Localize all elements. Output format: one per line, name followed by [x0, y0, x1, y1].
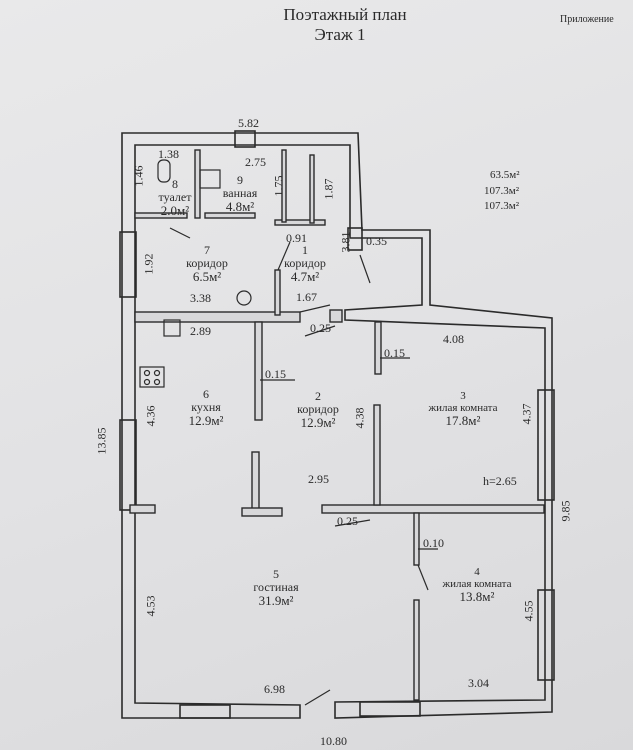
- dim-living-depth: 4.53: [143, 595, 158, 617]
- window: [119, 419, 137, 511]
- sink-icon: [199, 169, 221, 189]
- dim-step1: 0.25: [310, 321, 331, 335]
- dim-annex: 0.35: [366, 234, 387, 248]
- leader-line: [334, 519, 371, 527]
- total-area: 63.5м²: [490, 169, 520, 181]
- drain-icon: [163, 319, 181, 337]
- partition: [309, 154, 315, 224]
- partition: [204, 212, 256, 219]
- partition: [241, 507, 283, 517]
- window: [179, 704, 231, 719]
- dim-bath-width: 2.75: [245, 155, 266, 169]
- appendix-label: Приложение: [560, 14, 614, 25]
- dim-corr2-width: 2.95: [308, 472, 329, 486]
- dim-corr2-depth: 4.38: [352, 407, 367, 429]
- dim-room4-width: 3.04: [468, 676, 489, 690]
- door-swing: [299, 304, 331, 313]
- partition: [281, 149, 287, 223]
- floor-label: Этаж 1: [314, 25, 366, 44]
- dim-living-width: 6.98: [264, 682, 285, 696]
- leader-line: [304, 325, 336, 337]
- window: [119, 231, 137, 298]
- door-swing: [169, 227, 191, 239]
- dim-top-width: 5.82: [238, 116, 259, 130]
- dim-room3-width: 4.08: [443, 332, 464, 346]
- partition: [413, 599, 420, 701]
- dim-corr1-len: 3.81: [338, 231, 353, 253]
- window: [347, 227, 363, 251]
- partition: [413, 512, 420, 566]
- stove-icon: [139, 366, 165, 388]
- door-swing: [304, 689, 331, 706]
- dim-corr7-depth: 1.92: [141, 253, 156, 275]
- dim-right-depth: 9.85: [558, 500, 573, 522]
- dim-corr1-bottom: 1.67: [296, 290, 317, 304]
- dim-room3-depth: 4.37: [519, 403, 534, 425]
- meter-icon: [236, 290, 252, 306]
- outer-wall: [121, 132, 553, 719]
- dim-wall-1: 0.15: [265, 367, 286, 381]
- partition: [129, 504, 156, 514]
- partition: [134, 311, 301, 323]
- dim-kitchen-width: 2.89: [190, 324, 211, 338]
- window: [537, 389, 555, 501]
- dim-bath-depth: 1.75: [271, 175, 286, 197]
- door-swing: [359, 254, 371, 284]
- dim-wall-3: 0.10: [423, 536, 444, 550]
- dim-corr7-width: 3.38: [190, 291, 211, 305]
- total-area: 107.3м²: [484, 185, 520, 197]
- dim-toilet-width: 1.38: [158, 147, 179, 161]
- plan-title: Поэтажный план: [283, 5, 407, 24]
- partition: [254, 321, 263, 421]
- dim-total-width: 10.80: [320, 734, 347, 748]
- partition: [329, 309, 343, 323]
- window: [234, 130, 256, 148]
- partition: [274, 269, 281, 316]
- window: [359, 701, 421, 717]
- partition: [194, 149, 201, 219]
- partition: [321, 504, 545, 514]
- partition: [251, 451, 260, 511]
- partition: [274, 219, 326, 226]
- dim-wall-2: 0.15: [384, 346, 405, 360]
- door-swing: [417, 564, 429, 591]
- dim-corr1-width: 0.91: [286, 231, 307, 245]
- door-swing: [277, 241, 291, 271]
- dim-closet-depth: 1.87: [321, 178, 336, 200]
- partition: [373, 404, 381, 506]
- dim-step2: 0.25: [337, 514, 358, 528]
- total-area: 107.3м²: [484, 200, 520, 212]
- dim-room4-depth: 4.55: [521, 600, 536, 622]
- partition: [134, 212, 188, 219]
- toilet-icon: [157, 159, 171, 183]
- dim-total-depth: 13.85: [94, 427, 109, 455]
- dim-toilet-depth: 1.46: [131, 165, 146, 187]
- window: [537, 589, 555, 681]
- dim-ceiling-height: h=2.65: [483, 474, 517, 488]
- dim-kitchen-depth: 4.36: [143, 405, 158, 427]
- partition: [374, 321, 382, 375]
